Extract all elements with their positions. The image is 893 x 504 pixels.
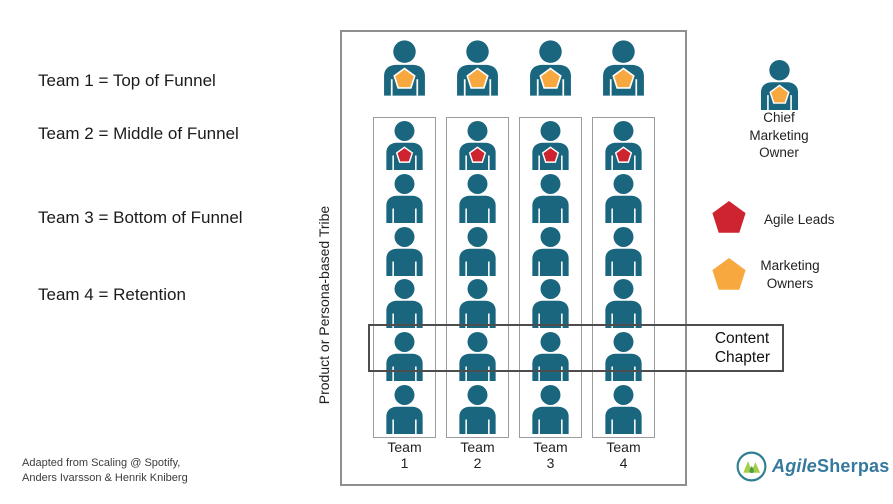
- attribution: Adapted from Scaling @ Spotify, Anders I…: [22, 456, 188, 486]
- agile-lead-icon: [382, 121, 427, 170]
- team-label-2: Team 2: [446, 439, 509, 471]
- team-member-icon: [601, 332, 646, 382]
- team-label-word: Team: [387, 439, 422, 455]
- agile-leads-label: Agile Leads: [764, 212, 835, 227]
- content-chapter-label: Content Chapter: [715, 329, 770, 367]
- team2-definition: Team 2 = Middle of Funnel: [38, 124, 239, 143]
- marketing-owners-label-line2: Owners: [766, 276, 814, 291]
- team3-definition: Team 3 = Bottom of Funnel: [38, 208, 243, 227]
- tribe-vertical-label: Product or Persona-based Tribe: [316, 205, 332, 405]
- team-member-icon: [601, 173, 646, 223]
- team4-definition: Team 4 = Retention: [38, 285, 186, 304]
- team-column-4: [592, 117, 655, 438]
- team-member-icon: [455, 226, 500, 276]
- team-label-number: 3: [546, 455, 555, 471]
- attribution-line2: Anders Ivarsson & Henrik Kniberg: [22, 472, 188, 484]
- content-chapter-box: Content Chapter: [368, 324, 784, 372]
- team-member-icon: [382, 384, 427, 434]
- team-member-icon: [455, 332, 500, 382]
- team-member-icon: [382, 332, 427, 382]
- agile-lead-icon: [601, 121, 646, 170]
- team-member-icon: [528, 279, 573, 329]
- cmo-label-line2: Marketing: [749, 127, 809, 143]
- marketing-owner-icon: [519, 40, 582, 96]
- team-label-word: Team: [606, 439, 641, 455]
- marketing-owners-label-line1: Marketing: [760, 258, 820, 273]
- team-member-icon: [455, 384, 500, 434]
- team1-definition: Team 1 = Top of Funnel: [38, 71, 216, 90]
- marketing-owner-icon: [373, 40, 436, 96]
- team-member-icon: [455, 279, 500, 329]
- team-member-icon: [528, 173, 573, 223]
- agile-leads-pentagon-icon: [710, 200, 748, 236]
- team-label-4: Team 4: [592, 439, 655, 471]
- agilesherpas-logo-text: AgileSherpas: [772, 456, 889, 477]
- team-column-1: [373, 117, 436, 438]
- team-label-1: Team 1: [373, 439, 436, 471]
- agilesherpas-logo: AgileSherpas: [735, 450, 889, 483]
- team-label-number: 2: [473, 455, 482, 471]
- marketing-owners-label: Marketing Owners: [750, 257, 830, 293]
- logo-text-agile: Agile: [772, 456, 818, 476]
- cmo-label-line1: Chief: [763, 110, 795, 125]
- team-member-icon: [382, 173, 427, 223]
- marketing-owner-icon: [592, 40, 655, 96]
- agile-lead-icon: [455, 121, 500, 170]
- team-member-icon: [528, 332, 573, 382]
- team-label-word: Team: [533, 439, 568, 455]
- team-member-icon: [382, 279, 427, 329]
- team-label-number: 1: [400, 455, 409, 471]
- team-member-icon: [382, 226, 427, 276]
- team-member-icon: [528, 384, 573, 434]
- tribe-box: Team 1 Team 2: [340, 30, 687, 486]
- team-member-icon: [455, 173, 500, 223]
- marketing-owners-pentagon-icon: [710, 257, 748, 293]
- team-member-icon: [601, 226, 646, 276]
- agilesherpas-logo-icon: [735, 450, 768, 483]
- team-label-word: Team: [460, 439, 495, 455]
- team-member-icon: [601, 384, 646, 434]
- chief-marketing-owner-label: Chief Marketing Owner: [734, 109, 824, 162]
- team-column-2: [446, 117, 509, 438]
- team-member-icon: [601, 279, 646, 329]
- team-label-3: Team 3: [519, 439, 582, 471]
- agile-lead-icon: [528, 121, 573, 170]
- team-member-icon: [528, 226, 573, 276]
- logo-text-sherpas: Sherpas: [817, 456, 890, 476]
- team-label-number: 4: [619, 455, 628, 471]
- cmo-label-line3: Owner: [759, 145, 799, 160]
- chief-marketing-owner-icon: [756, 60, 803, 110]
- team-column-3: [519, 117, 582, 438]
- attribution-line1: Adapted from Scaling @ Spotify,: [22, 457, 181, 469]
- content-chapter-line1: Content: [714, 330, 770, 347]
- content-chapter-line2: Chapter: [714, 349, 770, 366]
- marketing-owner-icon: [446, 40, 509, 96]
